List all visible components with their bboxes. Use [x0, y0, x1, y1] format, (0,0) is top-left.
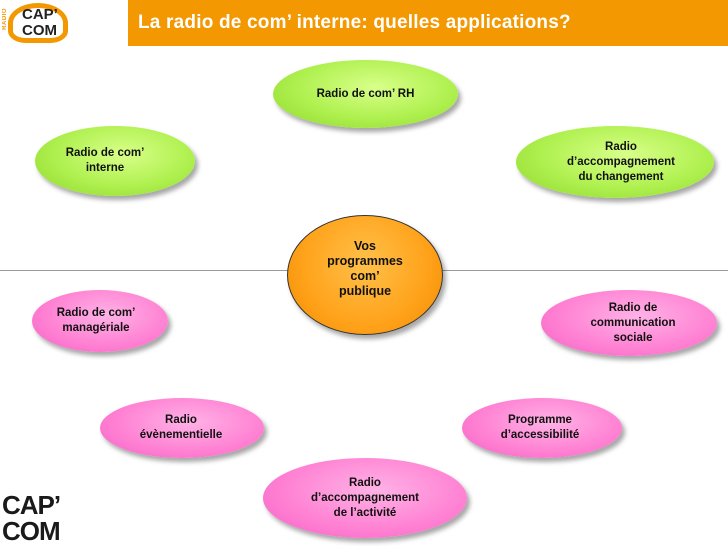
brand-logo-top: RADIO CAP’ COM [0, 0, 78, 46]
node-sociale-label: Radio de communication sociale [590, 301, 676, 344]
node-center-label: Vos programmes com’ publique [327, 239, 403, 298]
node-changement-label: Radio d’accompagnement du changement [567, 140, 675, 183]
slide-title: La radio de com’ interne: quelles applic… [138, 12, 571, 33]
node-manageriale-label: Radio de com’ managériale [56, 307, 136, 334]
logo-line2: COM [22, 22, 57, 39]
header-bar [128, 0, 728, 46]
headphones-icon [8, 3, 68, 43]
node-evenementielle: Radio évènementielle [100, 398, 264, 458]
node-accessibilite-label: Programme d’accessibilité [500, 414, 580, 441]
node-evenementielle-label: Radio évènementielle [139, 414, 223, 441]
logo-bottom-line2: COM [2, 516, 61, 546]
brand-logo-bottom: CAP’ COM [0, 488, 80, 546]
node-rh: Radio de com’ RH [273, 60, 458, 128]
node-activite: Radio d’accompagnement de l’activité [263, 458, 467, 538]
node-activite-label: Radio d’accompagnement de l’activité [311, 476, 419, 519]
logo-radio-text: RADIO [2, 8, 8, 30]
node-center: Vos programmes com’ publique [287, 215, 443, 335]
node-manageriale: Radio de com’ managériale [32, 290, 168, 352]
node-interne: Radio de com’ interne [35, 126, 195, 196]
logo-line1: CAP’ [22, 6, 58, 23]
node-interne-label: Radio de com’ interne [65, 147, 145, 174]
node-accessibilite: Programme d’accessibilité [462, 398, 622, 458]
node-rh-label: Radio de com’ RH [316, 87, 415, 100]
node-sociale: Radio de communication sociale [541, 290, 717, 356]
logo-bottom-line1: CAP’ [2, 490, 61, 520]
node-changement: Radio d’accompagnement du changement [516, 126, 714, 198]
